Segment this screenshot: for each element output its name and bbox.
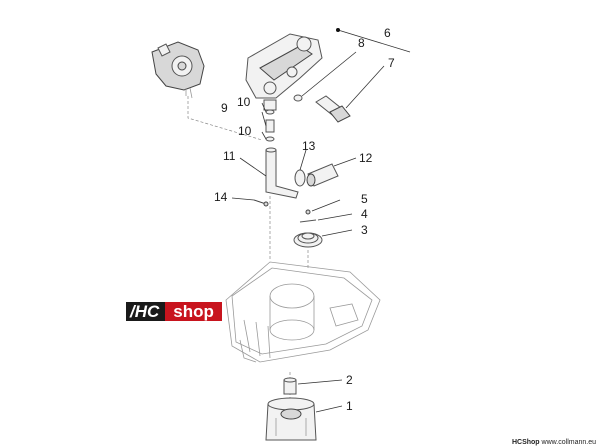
oil-filter-1-drawing xyxy=(265,397,343,441)
screw-14-drawing xyxy=(231,197,269,207)
oring-8-drawing xyxy=(293,51,357,102)
callout-5: 5 xyxy=(361,192,368,206)
valve-7-drawing xyxy=(315,65,385,123)
callout-12: 12 xyxy=(359,151,373,165)
seal-stack-drawing xyxy=(261,102,275,142)
callout-6: 6 xyxy=(384,26,391,40)
spring-parts-drawing xyxy=(293,199,353,248)
callout-13: 13 xyxy=(302,139,316,153)
bracket-6-drawing xyxy=(336,28,411,53)
callout-10-upper: 10 xyxy=(237,95,251,109)
oring-13-drawing xyxy=(294,149,307,187)
callout-9: 9 xyxy=(221,101,228,115)
callout-2: 2 xyxy=(346,373,353,387)
callout-1: 1 xyxy=(346,399,353,413)
filter-12-drawing xyxy=(306,157,357,187)
pump-head-drawing xyxy=(245,33,323,111)
callout-7: 7 xyxy=(388,56,395,70)
crankcase-housing-drawing xyxy=(225,261,381,363)
footer-credit: HCShop www.collmann.eu xyxy=(512,439,596,446)
logo-hc-text: /HC xyxy=(126,302,166,321)
pipe-11-drawing xyxy=(239,147,299,199)
callout-10-lower: 10 xyxy=(238,124,252,138)
callout-8: 8 xyxy=(358,36,365,50)
footer-url: www.collmann.eu xyxy=(541,439,596,446)
hcshop-logo: /HC shop xyxy=(126,302,222,321)
plug-2-drawing xyxy=(283,377,343,395)
callout-4: 4 xyxy=(361,207,368,221)
callout-3: 3 xyxy=(361,223,368,237)
logo-shop-text: shop xyxy=(165,302,222,321)
callout-11: 11 xyxy=(223,149,236,163)
assembly-guide-lines xyxy=(269,196,309,398)
footer-brand: HCShop xyxy=(511,439,540,446)
engine-assembly-drawing xyxy=(151,41,263,141)
callout-14: 14 xyxy=(214,190,228,204)
